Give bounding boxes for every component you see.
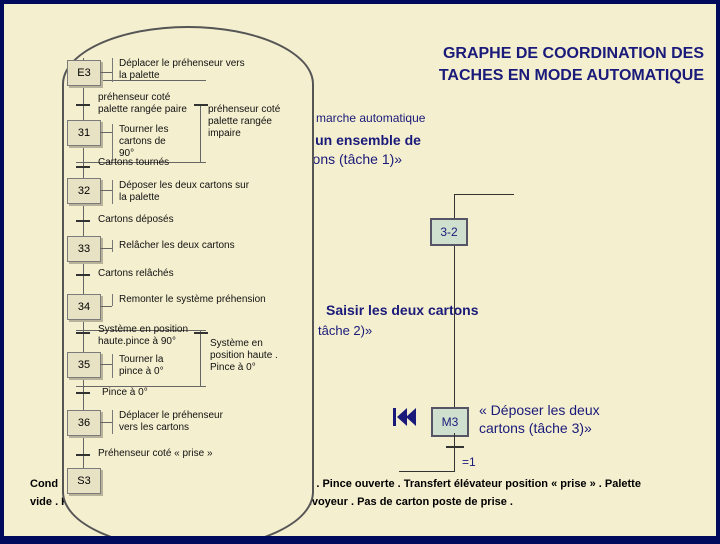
action-link-34: [100, 306, 112, 307]
macro-link-return: [399, 471, 455, 472]
step-32: 32: [67, 178, 101, 204]
footer-right-line1: vateur haut . Pince ouverte . Transfert …: [254, 478, 641, 490]
branch-merge-1: [76, 162, 206, 163]
link-branch-haute0: [200, 330, 201, 386]
action-31: Tourner les cartons de 90°: [112, 124, 183, 160]
macro-step-m3: M3: [431, 407, 469, 437]
action-33-text: Relâcher les deux cartons: [119, 240, 235, 251]
action-link-35: [100, 364, 112, 365]
branch-split-2: [76, 330, 206, 331]
step-33: 33: [67, 236, 101, 262]
transition-bar-deposes: [76, 220, 90, 222]
link-branch-impaire: [200, 104, 201, 162]
action-e3-text: Déplacer le préhenseur vers la palette: [119, 58, 245, 81]
transition-haute0: Système en position haute . Pince à 0°: [210, 338, 278, 373]
transition-haute90: Système en position haute.pince à 90°: [98, 324, 189, 347]
transition-impaire: préhenseur coté palette rangée impaire: [208, 104, 281, 139]
step-33-label: 33: [77, 243, 91, 255]
transition-deposes: Cartons déposés: [98, 214, 174, 225]
title-line-2: TACHES EN MODE AUTOMATIQUE: [438, 67, 704, 84]
transition-prise: Préhenseur coté « prise »: [98, 448, 213, 459]
bg-deposer-line1: « Déposer les deux: [479, 402, 600, 418]
macro-step-3-2: 3-2: [430, 218, 468, 246]
slide: GRAPHE DE COORDINATION DES TACHES EN MOD…: [4, 4, 716, 536]
action-link-32: [100, 190, 112, 191]
step-34-label: 34: [77, 301, 91, 313]
step-32-label: 32: [77, 185, 91, 197]
action-e3: Déplacer le préhenseur vers la palette: [112, 58, 253, 82]
title-line-1: GRAPHE DE COORDINATION DES: [442, 45, 704, 62]
macro-condition-eq1: =1: [462, 455, 476, 469]
transition-bar-haute90: [76, 332, 90, 334]
transition-bar-relaches: [76, 274, 90, 276]
step-36: 36: [67, 410, 101, 436]
step-35-label: 35: [77, 359, 91, 371]
detail-graph-frame: [62, 26, 314, 536]
link-34-35: [83, 316, 84, 366]
transition-relaches: Cartons relâchés: [98, 268, 174, 279]
bg-deposer-line2: cartons (tâche 3)»: [479, 420, 592, 436]
step-31: 31: [67, 120, 101, 146]
slide-title: GRAPHE DE COORDINATION DES TACHES EN MOD…: [334, 43, 704, 87]
action-36-text: Déplacer le préhenseur vers les cartons: [119, 410, 223, 433]
transition-tournes: Cartons tournés: [98, 157, 170, 168]
action-36: Déplacer le préhenseur vers les cartons: [112, 410, 243, 434]
bg-ensemble-line2: rtons (tâche 1)»: [304, 151, 403, 167]
macro-transition-bar: [446, 446, 464, 448]
branch-merge-2: [76, 386, 206, 387]
bg-saisir-line2: tâche 2)»: [318, 323, 373, 338]
transition-bar-prise: [76, 454, 90, 456]
step-e3-label: E3: [77, 67, 91, 79]
transition-bar-tournes: [76, 166, 90, 168]
link-31-32: [83, 152, 84, 202]
step-e3: E3: [67, 60, 101, 86]
action-35: Tourner la pince à 0°: [112, 354, 177, 378]
action-33: Relâcher les deux cartons: [112, 240, 273, 252]
transition-bar-impaire: [194, 104, 208, 106]
transition-bar-pince0: [76, 392, 90, 394]
macro-step-3-2-label: 3-2: [440, 225, 458, 239]
action-link-31: [100, 132, 112, 133]
step-34: 34: [67, 294, 101, 320]
action-link-33: [100, 248, 112, 249]
bg-saisir-line1: Saisir les deux cartons: [326, 302, 479, 318]
skip-back-icon: [393, 408, 416, 426]
transition-pince0: Pince à 0°: [102, 387, 148, 398]
step-s3-label: S3: [77, 475, 91, 487]
transition-paire: préhenseur coté palette rangée paire: [98, 92, 187, 115]
branch-split-1: [76, 80, 206, 81]
action-32: Déposer les deux cartons sur la palette: [112, 180, 253, 204]
action-31-text: Tourner les cartons de 90°: [119, 124, 169, 159]
link-36-s3: [83, 418, 84, 478]
macro-link-vertical: [454, 194, 455, 416]
action-32-text: Déposer les deux cartons sur la palette: [119, 180, 250, 203]
step-36-label: 36: [77, 417, 91, 429]
step-35: 35: [67, 352, 101, 378]
action-34-text: Remonter le système préhension: [119, 294, 266, 305]
transition-bar-haute0: [194, 332, 208, 334]
macro-link-top: [454, 194, 514, 195]
bg-ensemble-line1: er un ensemble de: [298, 132, 421, 148]
action-35-text: Tourner la pince à 0°: [119, 354, 164, 377]
step-31-label: 31: [77, 127, 91, 139]
step-s3: S3: [67, 468, 101, 494]
link-32-33: [83, 202, 84, 262]
bg-marche-text: s de marche automatique: [290, 111, 426, 125]
macro-step-m3-label: M3: [441, 415, 459, 429]
action-link-e3: [100, 72, 112, 73]
link-33-34: [83, 262, 84, 316]
macro-link-bottom: [454, 433, 455, 471]
transition-bar-paire: [76, 104, 90, 106]
action-link-36: [100, 422, 112, 423]
footer-left-line1: Cond: [30, 478, 59, 490]
action-34: Remonter le système préhension: [112, 294, 289, 306]
